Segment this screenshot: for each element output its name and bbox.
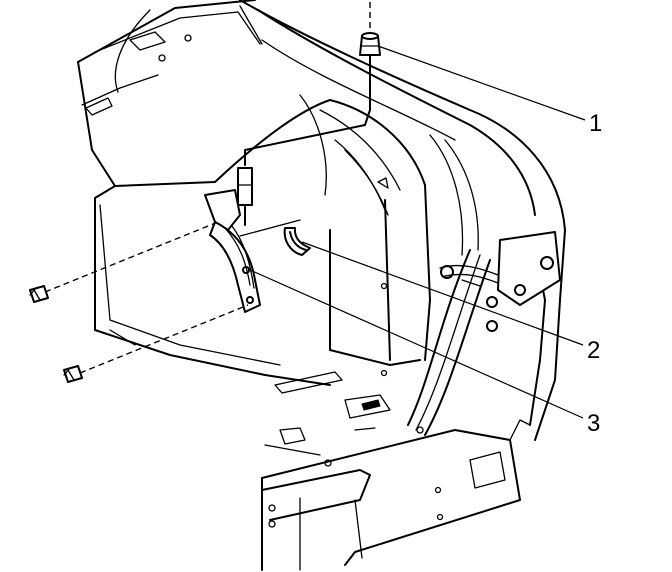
- fastener-upper: [29, 221, 219, 303]
- leader-1: [377, 45, 586, 121]
- callout-labels: 1 2 3: [587, 110, 602, 437]
- callout-3: 3: [587, 410, 600, 437]
- bolt-upper-head: [29, 285, 49, 303]
- support-rod-upper: [364, 54, 371, 126]
- strut-cylinder: [237, 167, 253, 206]
- support-rod-assembly: [237, 2, 381, 226]
- leader-lines: [249, 45, 586, 419]
- callout-2: 2: [587, 337, 600, 364]
- leader-2: [301, 241, 584, 346]
- hinge-arm: [209, 221, 261, 313]
- upper-bracket-tab: [204, 189, 241, 231]
- leader-3: [249, 269, 584, 419]
- fastener-lower: [63, 304, 249, 383]
- trunk-body-outline: [77, 0, 566, 571]
- hinge-bracket: [204, 189, 301, 313]
- callout-1: 1: [589, 110, 602, 137]
- rod-retainer-clip: [283, 227, 311, 256]
- bolt-lower-head: [63, 365, 83, 383]
